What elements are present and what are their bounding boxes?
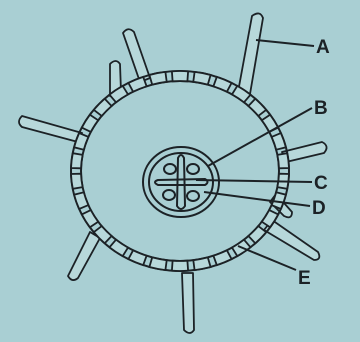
epidermis-cell	[193, 257, 210, 270]
stele	[143, 147, 219, 217]
epidermis-cell	[128, 77, 146, 92]
label-a: A	[316, 37, 330, 58]
epidermis-cell	[248, 226, 266, 243]
label-d: D	[312, 198, 326, 219]
phloem-patch-bottom-right	[187, 191, 199, 201]
leader-line-e	[238, 246, 296, 270]
epidermis-cell	[128, 250, 146, 265]
root-hair-bottom	[182, 273, 194, 333]
root-hair-top-right	[238, 13, 263, 94]
leader-line-d	[204, 192, 310, 206]
root-hair-left-lower	[68, 232, 100, 280]
epidermis-cell	[193, 72, 210, 85]
pericycle-ring	[149, 153, 213, 211]
epidermis-cell	[94, 99, 112, 116]
epidermis-cell	[172, 71, 188, 81]
root-hair-left	[19, 116, 82, 142]
leader-line-a	[256, 40, 314, 46]
epidermis-cell	[71, 153, 83, 168]
epidermis-cell	[110, 240, 129, 256]
phloem-patch-top-right	[187, 164, 199, 174]
epidermis-cell	[149, 72, 166, 85]
epidermis-cell	[82, 210, 98, 227]
phloem-patch-bottom-left	[163, 190, 175, 200]
label-e: E	[298, 268, 311, 289]
root-hair-bottom-right	[264, 220, 319, 260]
xylem-cross	[155, 155, 208, 209]
epidermis-cell	[82, 115, 98, 132]
epidermis-cell	[149, 257, 166, 270]
epidermis-cell-ring	[71, 71, 289, 271]
epidermis-cell	[272, 133, 286, 150]
label-b: B	[314, 98, 328, 119]
epidermis-cell	[248, 99, 266, 116]
label-c: C	[314, 173, 328, 194]
epidermis-cell	[172, 261, 188, 271]
epidermis-cell	[74, 192, 88, 209]
epidermis-cell	[213, 77, 231, 92]
epidermis-cell	[71, 174, 83, 189]
phloem-patch-top-left	[164, 164, 176, 174]
epidermis-inner-outline	[81, 81, 279, 261]
xylem-arm-vertical	[177, 155, 185, 209]
epidermis-cell	[213, 250, 231, 265]
root-hair-top-left	[123, 29, 150, 82]
epidermis-cell	[277, 153, 289, 168]
